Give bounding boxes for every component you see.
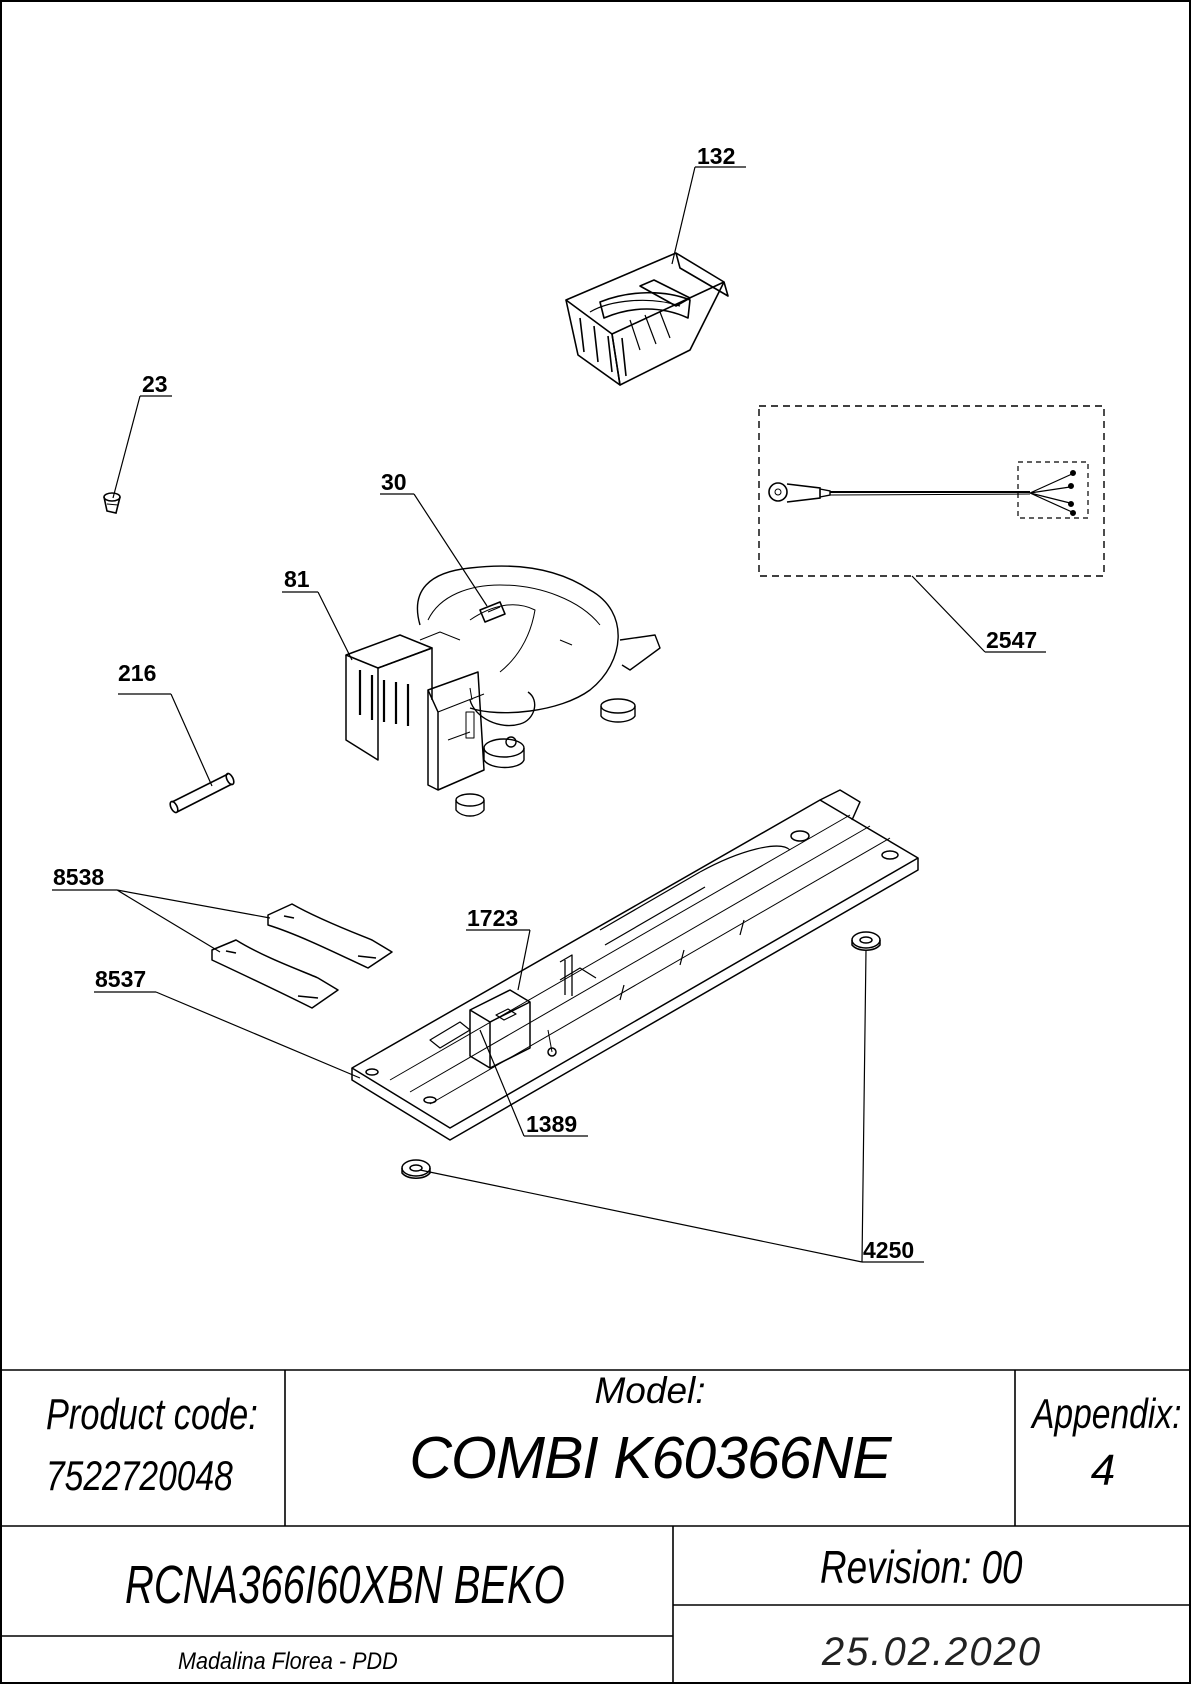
callout-2547: 2547 (986, 627, 1037, 653)
callout-132: 132 (697, 143, 735, 169)
part-1723-base-plate (351, 789, 919, 1141)
title-block: Product code: 7522720048 Model: COMBI K6… (0, 1368, 1191, 1684)
product-code-value: 7522720048 (46, 1452, 233, 1499)
model-label: Model: (594, 1370, 706, 1411)
part-30-compressor (416, 565, 661, 817)
date: 25.02.2020 (821, 1630, 1043, 1674)
part-216-tube (169, 772, 235, 814)
author: Madalina Florea - PDD (178, 1648, 398, 1675)
appendix-value: 4 (1090, 1446, 1116, 1495)
callout-8537: 8537 (95, 966, 146, 992)
product-code-label: Product code: (46, 1390, 258, 1439)
callout-1723: 1723 (467, 905, 518, 931)
callout-216: 216 (118, 660, 156, 686)
part-8538-pads (211, 903, 393, 1009)
model-name: COMBI K60366NE (409, 1425, 891, 1491)
callout-labels: 132 23 30 81 216 2547 8538 1723 8537 138… (53, 143, 1037, 1263)
part-23-grommet (103, 492, 121, 514)
callout-30: 30 (381, 469, 407, 495)
appendix-label: Appendix: (1032, 1390, 1182, 1437)
title-block-grid (1, 1369, 1190, 1683)
callout-23: 23 (142, 371, 168, 397)
revision: Revision: 00 (820, 1541, 1023, 1593)
part-81-relay-box (345, 631, 485, 791)
variant-name: RCNA366I60XBN BEKO (125, 1555, 565, 1615)
callout-81: 81 (284, 566, 310, 592)
part-132-tray (565, 252, 729, 386)
callout-1389: 1389 (526, 1111, 577, 1137)
callout-4250: 4250 (863, 1237, 914, 1263)
leader-lines (52, 166, 1046, 1263)
part-2547-power-cable (758, 405, 1105, 577)
callout-8538: 8538 (53, 864, 104, 890)
